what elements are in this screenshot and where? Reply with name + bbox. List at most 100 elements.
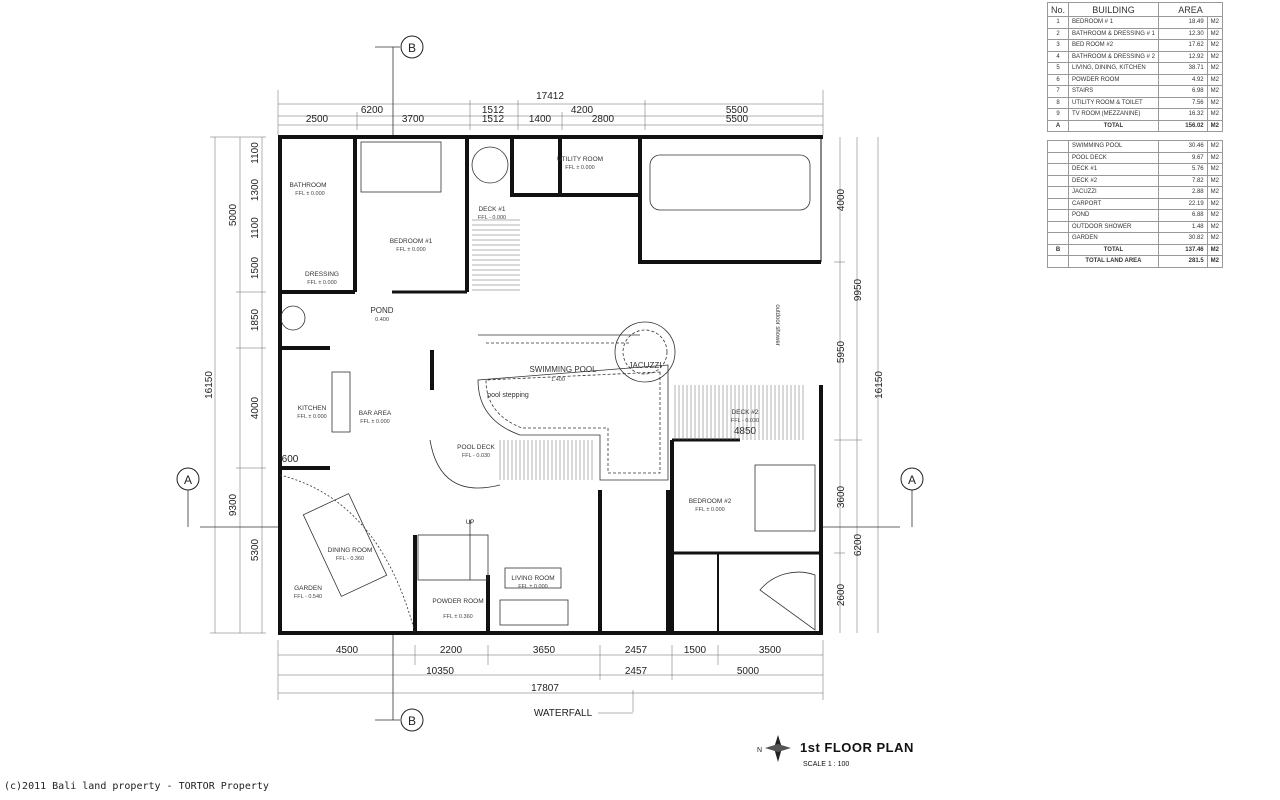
svg-text:BEDROOM #2: BEDROOM #2 (689, 498, 732, 505)
svg-text:DECK #1: DECK #1 (478, 206, 505, 213)
cell-name: STAIRS (1068, 85, 1159, 98)
cell-unit: M2 (1206, 255, 1224, 268)
dim-top: 1400 (529, 114, 552, 125)
svg-text:0.400: 0.400 (375, 317, 389, 323)
deck-1-boards (472, 219, 520, 291)
pool-deck-curve (429, 439, 501, 489)
cell-area: 12.30 (1157, 27, 1208, 40)
dim-bottom: 2457 (625, 645, 648, 656)
cell-name: TOTAL (1068, 243, 1159, 256)
dim-left: 1100 (250, 142, 261, 164)
walls (278, 135, 823, 635)
cell-no (1046, 186, 1070, 199)
cell-name: JACUZZI (1068, 186, 1159, 199)
section-marker-a-left: A (176, 467, 200, 491)
cell-unit: M2 (1206, 220, 1224, 233)
cell-no: 7 (1046, 85, 1070, 98)
svg-text:FFL ± 0.360: FFL ± 0.360 (443, 614, 472, 620)
drawing-scale: SCALE 1 : 100 (803, 761, 850, 768)
cell-area: 30.46 (1157, 140, 1208, 153)
tree-icon (471, 146, 509, 184)
left-dim-labels: 1100 1300 1100 1500 1850 4000 600 5300 5… (204, 142, 299, 561)
svg-text:JACUZZI: JACUZZI (629, 361, 662, 370)
cell-area: 22.19 (1157, 197, 1208, 210)
col-area: AREA (1157, 2, 1224, 17)
svg-text:1.400: 1.400 (551, 377, 565, 383)
bottom-dimensions (277, 640, 824, 712)
up-label: UP (466, 520, 474, 526)
cell-name: BATHROOM & DRESSING # 1 (1068, 27, 1159, 40)
cell-area: 6.98 (1157, 85, 1208, 98)
svg-text:FFL ± 0.000: FFL ± 0.000 (295, 191, 324, 197)
cell-area: 12.92 (1157, 50, 1208, 63)
dim-left: 9300 (228, 493, 239, 516)
cell-no: 5 (1046, 62, 1070, 75)
dim-right: 4000 (836, 188, 847, 211)
dim-bottom: 5000 (737, 666, 760, 677)
cell-name: SWIMMING POOL (1068, 140, 1159, 153)
dim-bottom: 2457 (625, 666, 648, 677)
cell-unit: M2 (1206, 186, 1224, 199)
cell-no: 6 (1046, 73, 1070, 86)
cell-area: 38.71 (1157, 62, 1208, 75)
dim-left: 5000 (228, 203, 239, 226)
copyright-footer: (c)2011 Bali land property - TORTOR Prop… (4, 781, 269, 792)
cell-no (1046, 197, 1070, 210)
dim-left: 1850 (250, 308, 261, 331)
svg-text:A: A (184, 473, 192, 487)
svg-text:FFL ± 0.000: FFL ± 0.000 (396, 247, 425, 253)
stairs (417, 534, 489, 581)
cell-area: 5.76 (1157, 163, 1208, 176)
dim-bottom-total: 17807 (531, 683, 559, 694)
col-no: No. (1046, 2, 1070, 17)
cell-name: POOL DECK (1068, 151, 1159, 164)
cell-area: 156.02 (1157, 119, 1208, 132)
cell-unit: M2 (1206, 62, 1224, 75)
cell-unit: M2 (1206, 50, 1224, 63)
svg-text:FFL - 0.360: FFL - 0.360 (336, 556, 364, 562)
jacuzzi-outline (614, 321, 676, 383)
cell-unit: M2 (1206, 119, 1224, 132)
svg-text:POWDER ROOM: POWDER ROOM (432, 598, 483, 605)
svg-text:N: N (757, 747, 762, 754)
cell-area: 4.92 (1157, 73, 1208, 86)
cell-no (1046, 255, 1070, 268)
dim-left: 4000 (250, 396, 261, 419)
kitchen-island (331, 371, 351, 433)
waterfall-label: WATERFALL (534, 708, 593, 719)
svg-text:B: B (408, 41, 416, 55)
dim-top: 5500 (726, 114, 749, 125)
jacuzzi-inner (622, 329, 668, 375)
section-marker-a-right: A (900, 467, 924, 491)
svg-text:FFL - 0.030: FFL - 0.030 (731, 418, 759, 424)
dim-right: 2600 (836, 583, 847, 606)
dim-top: 3700 (402, 114, 425, 125)
dim-left: 600 (282, 454, 299, 465)
col-building: BUILDING (1068, 2, 1159, 17)
cell-area: 30.82 (1157, 232, 1208, 245)
cell-no: 1 (1046, 16, 1070, 29)
cell-area: 281.5 (1157, 255, 1208, 268)
top-dimensions (277, 90, 824, 135)
dim-bottom: 3650 (533, 645, 556, 656)
cell-unit: M2 (1206, 27, 1224, 40)
cell-name: POWDER ROOM (1068, 73, 1159, 86)
svg-text:FFL - 0.030: FFL - 0.030 (462, 453, 490, 459)
cell-no: 9 (1046, 108, 1070, 121)
dim-left: 1500 (250, 256, 261, 279)
